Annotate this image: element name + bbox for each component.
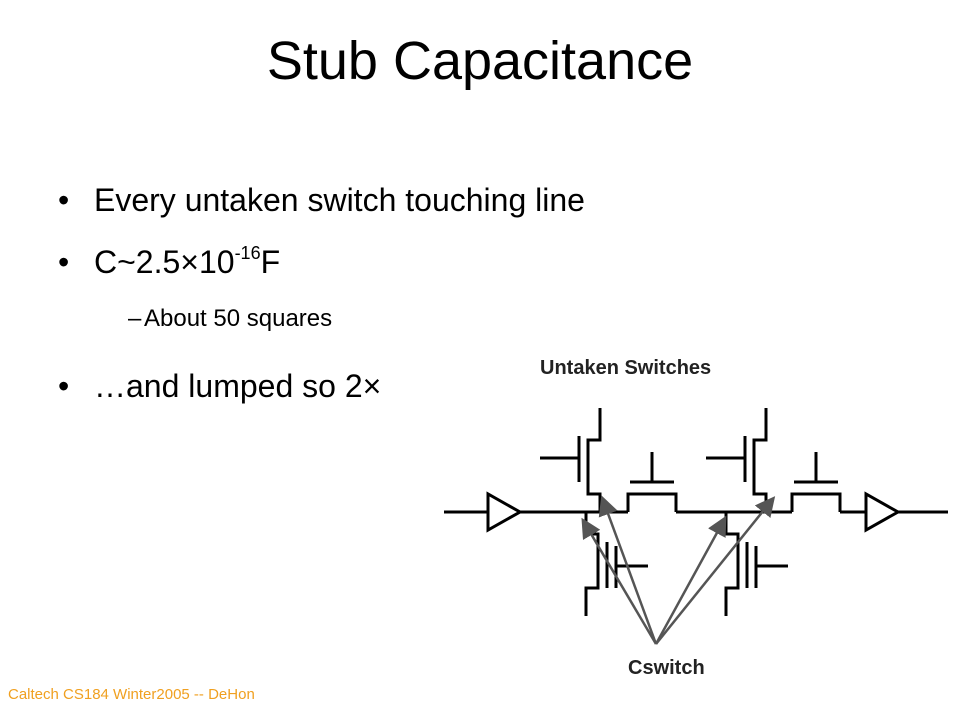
bullet-item: • …and lumped so 2× <box>58 366 381 406</box>
bullet-text: …and lumped so 2× <box>94 368 382 404</box>
bullet-item: • C~2.5×10-16F <box>58 242 280 282</box>
cswitch-label: Cswitch <box>628 657 705 679</box>
bullet-marker: • <box>58 244 70 280</box>
slide-footer: Caltech CS184 Winter2005 -- DeHon <box>8 686 255 703</box>
untaken-switches-label: Untaken Switches <box>540 357 711 379</box>
slide-title: Stub Capacitance <box>266 31 694 91</box>
upper-stub-transistor <box>540 408 602 512</box>
bullet-text-suffix: F <box>260 244 281 280</box>
series-switch-gates <box>630 452 838 484</box>
lower-stub-transistor <box>584 512 648 616</box>
sub-bullet-marker: – <box>128 305 142 332</box>
sub-bullet-text: About 50 squares <box>144 305 333 332</box>
bullet-text: Every untaken switch touching line <box>94 182 585 218</box>
cswitch-arrows <box>581 495 776 645</box>
exponent: -16 <box>234 243 261 263</box>
sub-bullet-item: –About 50 squares <box>128 304 332 334</box>
main-wire <box>444 491 948 533</box>
upper-stub-transistor <box>706 408 768 512</box>
bullet-marker: • <box>58 368 70 404</box>
bullet-marker: • <box>58 182 70 218</box>
bullet-item: • Every untaken switch touching line <box>58 180 585 220</box>
bullet-text-prefix: C~2.5×10 <box>94 244 235 280</box>
lower-stub-transistor <box>724 512 788 616</box>
